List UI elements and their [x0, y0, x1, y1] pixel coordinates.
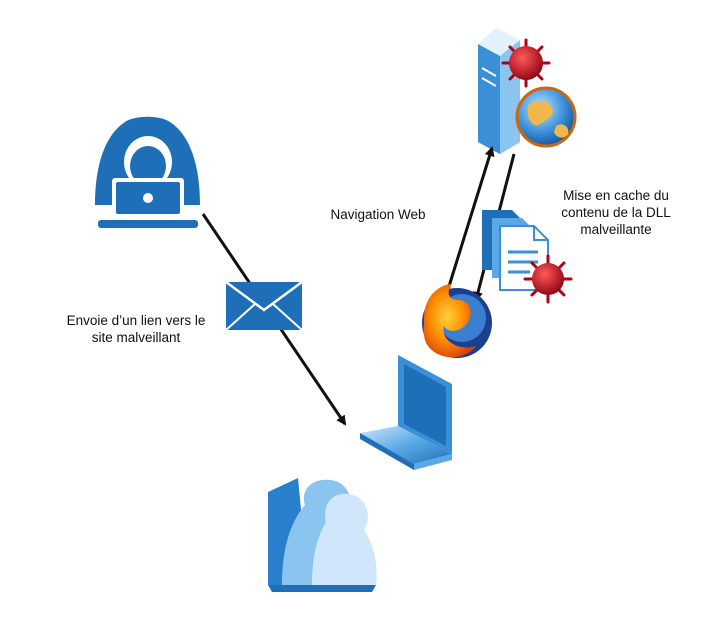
virus-icon	[501, 38, 551, 88]
label-send-link: Envoie d’un lien vers le site malveillan…	[66, 313, 206, 345]
hacker-icon	[95, 116, 200, 228]
laptop-icon	[360, 355, 452, 470]
arrow-browser-to-server	[444, 146, 495, 297]
users-icon	[268, 478, 377, 592]
label-web-navigation: Navigation Web	[330, 207, 426, 222]
server-icon	[478, 28, 520, 154]
envelope-icon	[225, 280, 303, 331]
label-dll-cache: Mise en cache du contenu de la DLL malve…	[561, 188, 671, 237]
globe-icon	[515, 86, 577, 148]
virus-icon	[523, 254, 573, 304]
firefox-icon	[422, 284, 492, 358]
